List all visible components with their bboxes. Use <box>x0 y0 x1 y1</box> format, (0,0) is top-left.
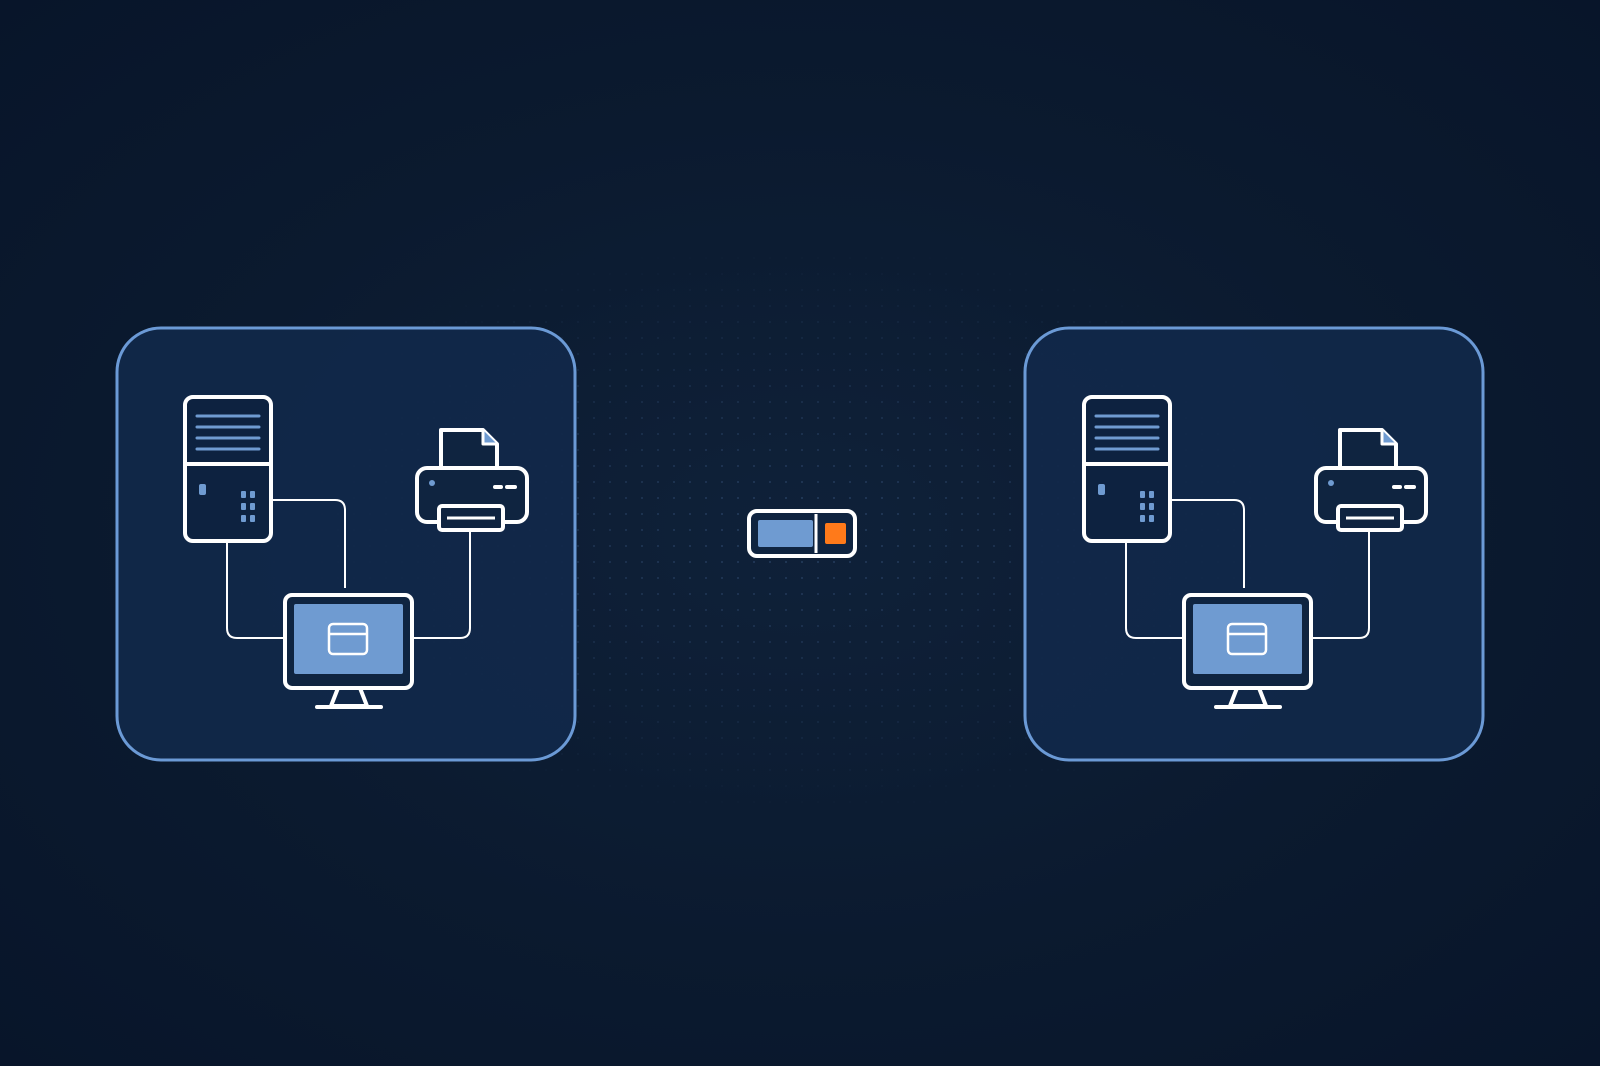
right-network-panel <box>1023 326 1485 762</box>
bridge-switch-icon <box>747 509 857 558</box>
